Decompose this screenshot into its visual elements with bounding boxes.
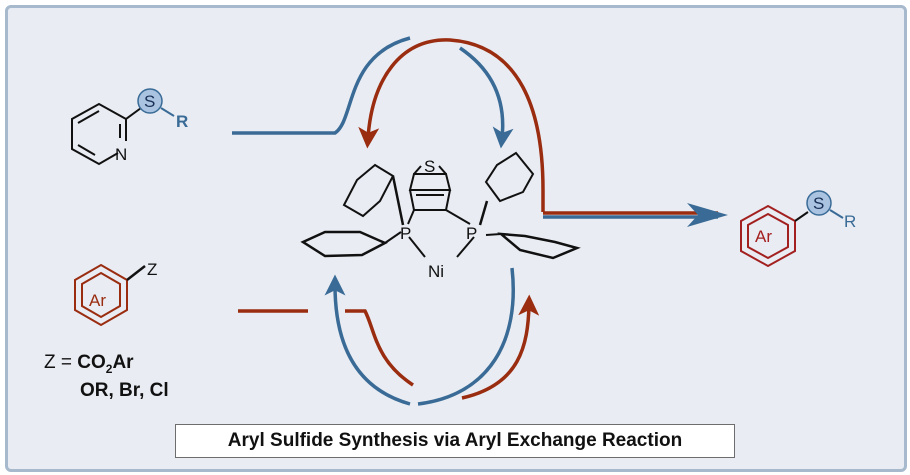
red-top-arrow [358, 38, 545, 212]
catalyst-p-right-label: P [466, 224, 477, 243]
aryl-z-label: Z [147, 260, 157, 279]
thiophene-s-label: S [424, 157, 435, 176]
blue-entry-line [232, 36, 411, 135]
thiophene-ring [408, 173, 452, 191]
pyridyl-r-label: R [176, 112, 188, 131]
z-line2: OR, Br, Cl [80, 379, 169, 401]
product-ar-label: Ar [755, 227, 772, 246]
pyridine-n-label: N [115, 145, 127, 164]
z-definition: Z = CO2Ar OR, Br, Cl [44, 352, 169, 402]
product-s-r-bond [829, 209, 844, 219]
product-r-label: R [844, 212, 856, 231]
catalyst-structure [300, 151, 581, 260]
blue-top-arrow [459, 46, 514, 149]
catalyst-p-left-label: P [400, 224, 411, 243]
red-entry-line [238, 309, 414, 387]
pyridyl-sulfide-structure [71, 102, 175, 166]
catalyst-ni-label: Ni [428, 262, 444, 281]
caption-text: Aryl Sulfide Synthesis via Aryl Exchange… [227, 430, 683, 451]
z-prefix: Z = [44, 352, 72, 373]
product-s-label: S [813, 194, 824, 213]
z-line1: CO2Ar [77, 352, 134, 376]
product-arrowhead [687, 203, 728, 227]
aryl-z-bond [126, 265, 146, 281]
s-highlight-circle [137, 88, 163, 114]
aryl-ar-label: Ar [89, 291, 106, 310]
blue-bottom-right-arc [417, 267, 515, 406]
product-s-highlight-circle [806, 190, 832, 216]
red-bottom-arrow [461, 294, 540, 400]
product-ar-s-bond [794, 211, 809, 222]
blue-bottom-arrow [324, 274, 411, 406]
pyridine-ring [71, 102, 127, 166]
caption-box: Aryl Sulfide Synthesis via Aryl Exchange… [175, 424, 735, 458]
pyridyl-s-label: S [144, 92, 155, 111]
